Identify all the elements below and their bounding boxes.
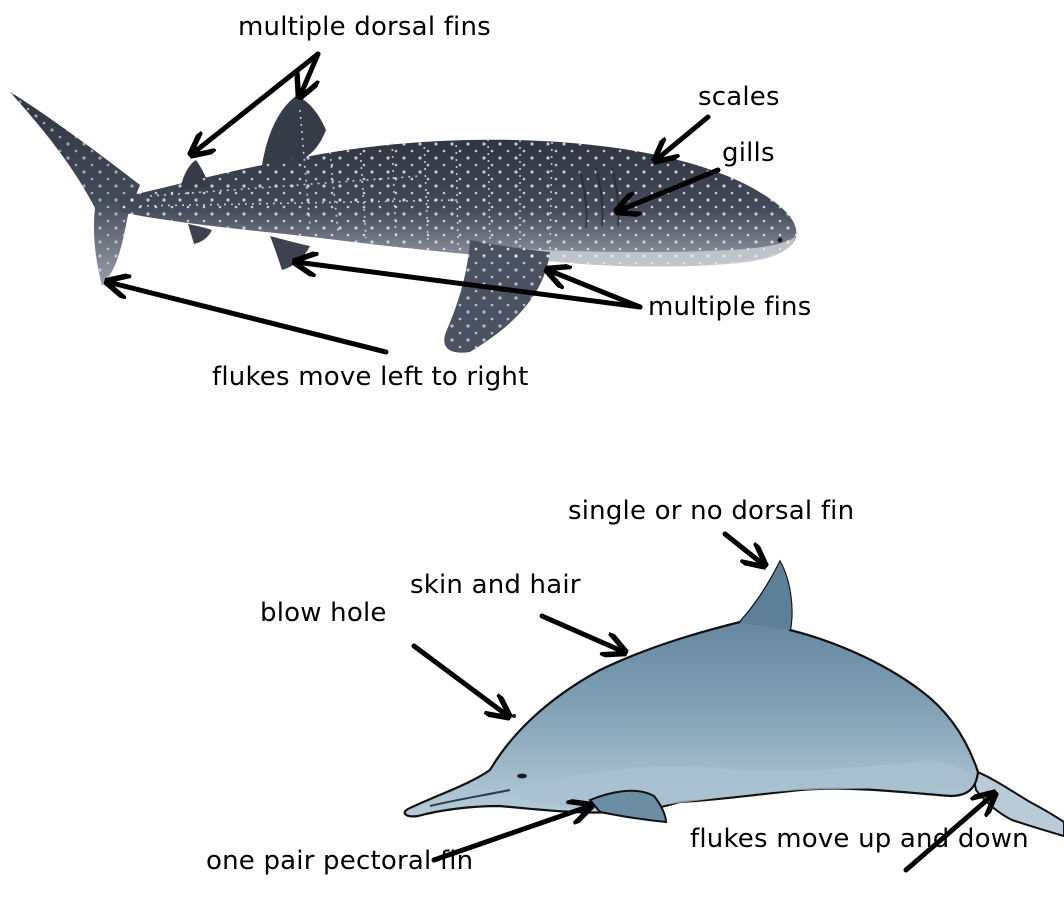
label-scales: scales [698, 84, 780, 110]
arrow-scales [656, 117, 708, 160]
label-multiple-dorsal-fins: multiple dorsal fins [238, 14, 491, 40]
arrow-dorsal-single [725, 534, 764, 565]
label-single-dorsal-fin: single or no dorsal fin [568, 498, 854, 524]
dolphin-dorsal-fin [740, 562, 792, 630]
label-skin-and-hair: skin and hair [410, 572, 581, 598]
label-flukes-left-right: flukes move left to right [212, 364, 529, 390]
arrow-blow-hole [414, 646, 508, 716]
dolphin-illustration [405, 562, 1064, 836]
arrow-flukes-left-right [108, 282, 386, 352]
shark-anal-fin [188, 224, 212, 244]
dolphin-pectoral-fin [590, 791, 666, 822]
label-gills: gills [722, 140, 775, 166]
label-multiple-fins: multiple fins [648, 294, 811, 320]
shark-first-dorsal-fin [262, 96, 326, 165]
dolphin-eye [517, 774, 527, 779]
label-flukes-up-down: flukes move up and down [690, 826, 1029, 852]
dolphin-blow-hole [512, 714, 516, 718]
label-one-pair-pectoral-fin: one pair pectoral fin [206, 848, 473, 874]
label-blow-hole: blow hole [260, 600, 387, 626]
arrow-skin-hair [542, 616, 624, 652]
